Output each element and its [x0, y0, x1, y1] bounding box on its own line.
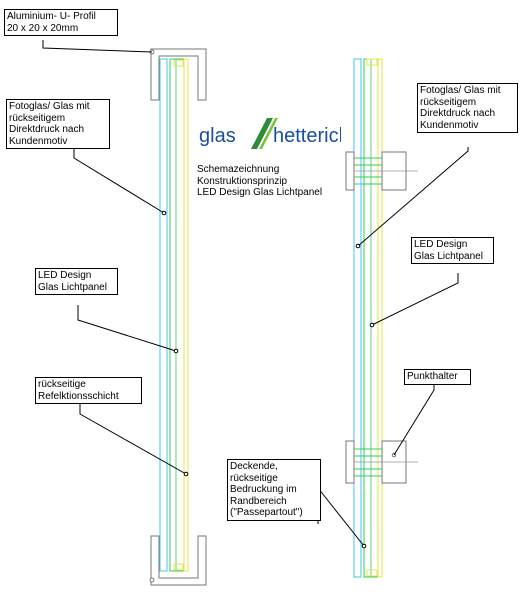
logo-text-left: glas — [199, 125, 236, 147]
right-reflection-layer — [377, 58, 383, 578]
lower-point-holder — [345, 440, 418, 484]
left-assembly — [149, 48, 207, 586]
label-reflection-layer: rückseitige Refelktionsschicht — [35, 377, 142, 405]
left-top-u-profile — [150, 48, 207, 101]
label-led-panel-left: LED Design Glas Lichtpanel — [35, 268, 118, 296]
left-front-glass — [159, 58, 168, 572]
right-front-glass — [353, 58, 362, 578]
label-punkthalter: Punkthalter — [404, 369, 471, 385]
logo-swoosh — [251, 118, 273, 149]
label-deckende-bedruckung: Deckende, rückseitige Bedruckung im Rand… — [227, 459, 321, 521]
label-fotoglas-right: Fotoglas/ Glas mit rückseitigem Direktdr… — [417, 83, 518, 134]
label-schemazeichnung: Schemazeichnung Konstruktionsprinzip LED… — [197, 164, 323, 199]
right-assembly — [345, 58, 418, 578]
label-fotoglas-left: Fotoglas/ Glas mit rückseitigem Direktdr… — [6, 99, 110, 150]
left-bottom-u-profile — [150, 535, 207, 586]
upper-point-holder — [345, 151, 418, 191]
glas-hetterich-logo: glas hetterich — [199, 118, 341, 149]
left-led-panel — [169, 58, 185, 572]
logo-text-right: hetterich — [273, 125, 341, 147]
left-reflection-layer — [183, 58, 189, 572]
label-aluminium-profile: Aluminium- U- Profil 20 x 20 x 20mm — [4, 9, 118, 37]
label-led-panel-right: LED Design Glas Lichtpanel — [411, 237, 494, 265]
